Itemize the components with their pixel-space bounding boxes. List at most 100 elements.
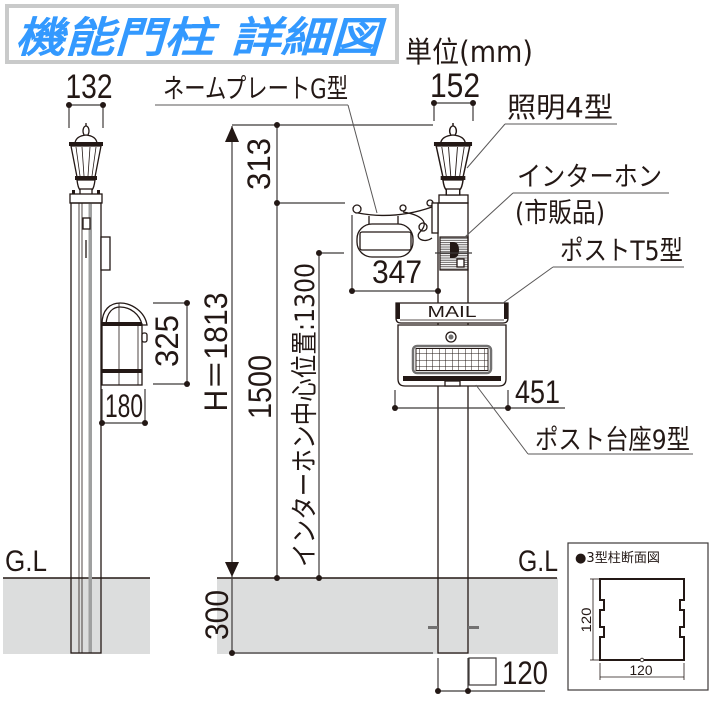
mailbox-side-knob — [141, 332, 148, 343]
lamp-top-band — [433, 142, 473, 146]
side-view: 132 — [66, 68, 190, 654]
dim-mailbox-width-value: 451 — [515, 374, 560, 410]
callouts: ネームプレートG型 照明4型 インターホン (市販品) ポストT5型 ポスト台座… — [155, 74, 693, 456]
dim-post-size: 120 — [435, 655, 548, 694]
dim-front-lamp-width-value: 152 — [430, 67, 480, 105]
callout-mailbox-label: ポストT5型 — [560, 236, 683, 267]
callout-mailbox: ポストT5型 — [502, 236, 684, 304]
ground-fill-left — [3, 578, 150, 654]
dim-nameplate-height-value: 1500 — [242, 355, 278, 419]
dim-dot — [184, 381, 190, 387]
unit-label: 単位(mm) — [405, 35, 533, 69]
post-body-side — [70, 202, 102, 654]
bracket-scroll — [418, 222, 428, 232]
arrow-up-icon — [225, 126, 239, 142]
dim-dot — [392, 405, 398, 411]
bracket-arm — [402, 211, 433, 242]
mailbox-side-band-top — [102, 322, 142, 326]
lamp-panes — [75, 146, 97, 177]
cross-section-inset: ●3型柱断面図 120 120 — [567, 542, 709, 691]
dim-mailbox-depth: 180 — [99, 388, 148, 426]
dim-dot — [470, 100, 476, 106]
bracket-scroll — [399, 204, 407, 212]
dim-dot — [505, 405, 511, 411]
interphone-camera — [450, 242, 459, 258]
lamp-front-icon — [433, 123, 473, 196]
interphone-button — [456, 258, 465, 268]
mailbox-grille — [415, 348, 489, 371]
dim-dot — [142, 420, 148, 426]
dim-side-lamp-width-value: 132 — [66, 68, 113, 106]
lamp-panes — [441, 146, 465, 177]
dim-dot — [274, 575, 280, 581]
mailbox-hinge-right — [504, 303, 508, 319]
callout-interphone-note: (市販品) — [515, 198, 605, 229]
ground-left: G.L — [3, 545, 150, 654]
leader-line — [502, 266, 554, 304]
ground-fill-right — [217, 578, 558, 654]
dim-dot — [349, 288, 355, 294]
mailbox-lid — [395, 302, 509, 324]
page-title: 機能門柱 詳細図 — [15, 13, 387, 62]
lamp-bottom-band — [440, 176, 466, 180]
dim-dot — [435, 688, 441, 694]
callout-mailbox-base: ポスト台座9型 — [475, 384, 693, 456]
interphone-side — [100, 236, 111, 271]
mailbox-side-icon — [101, 302, 148, 386]
dim-dot — [184, 300, 190, 306]
dim-dot — [316, 250, 322, 256]
dim-dot — [99, 420, 105, 426]
dim-dot — [465, 688, 471, 694]
dim-post-size-value: 120 — [502, 655, 548, 691]
callout-nameplate-label: ネームプレートG型 — [163, 74, 348, 105]
dim-side-lamp-width: 132 — [66, 68, 113, 128]
mailbox-bottom-bar — [403, 376, 501, 381]
post-groove-band — [88, 203, 92, 653]
dim-mailbox-height: 325 — [149, 300, 190, 387]
ground-right: G.L — [217, 545, 558, 654]
section-width-value: 120 — [630, 662, 653, 678]
dim-mailbox-height-value: 325 — [149, 315, 185, 367]
mailbox-base-mount — [444, 380, 461, 387]
ground-level-label-right: G.L — [518, 545, 558, 578]
dim-mailbox-width: 451 — [392, 374, 565, 411]
dim-dot — [316, 575, 322, 581]
post-profile — [599, 578, 685, 661]
lamp-base — [445, 188, 461, 196]
mailbox-side-band-bottom — [102, 369, 142, 373]
section-height-value: 120 — [578, 607, 594, 632]
dim-dot — [229, 650, 235, 656]
dim-interphone-center-value: インターホン中心位置:1300 — [290, 263, 321, 567]
dim-nameplate-width: 347 — [349, 215, 441, 294]
profile-mark — [639, 657, 645, 663]
dim-dot — [274, 200, 280, 206]
callout-mailbox-base-label: ポスト台座9型 — [535, 425, 690, 456]
lamp-body — [70, 145, 102, 178]
mailbox-label: MAIL — [428, 304, 477, 321]
dim-front-lamp-width: 152 — [430, 67, 480, 121]
mailbox-side-body — [101, 323, 143, 386]
dim-dot — [100, 102, 106, 108]
arrow-down-icon — [225, 562, 239, 577]
lamp-dome — [74, 134, 98, 144]
anchor-bar-left — [428, 626, 438, 629]
post-side — [69, 193, 111, 654]
leader-line — [475, 384, 529, 455]
callout-nameplate: ネームプレートG型 — [155, 74, 378, 214]
dim-dot — [274, 122, 280, 128]
dim-nameplate-width-value: 347 — [372, 254, 422, 290]
square-section-icon — [468, 657, 497, 686]
height-dimensions: H＝1813 300 313 1500 インターホン中心位置:1300 — [198, 122, 433, 656]
dim-dot — [431, 100, 437, 106]
lamp-bottom-band — [75, 176, 97, 180]
lamp-bolt — [72, 190, 75, 195]
mailbox-front-icon: MAIL — [395, 302, 509, 387]
post-body-front — [437, 202, 469, 654]
post-cap-front — [438, 194, 469, 204]
title-frame — [5, 4, 399, 64]
title-block: 機能門柱 詳細図 — [5, 4, 399, 64]
front-view: 152 347 — [349, 67, 565, 694]
dim-mailbox-depth-value: 180 — [105, 388, 143, 424]
lamp-dome — [439, 134, 467, 144]
